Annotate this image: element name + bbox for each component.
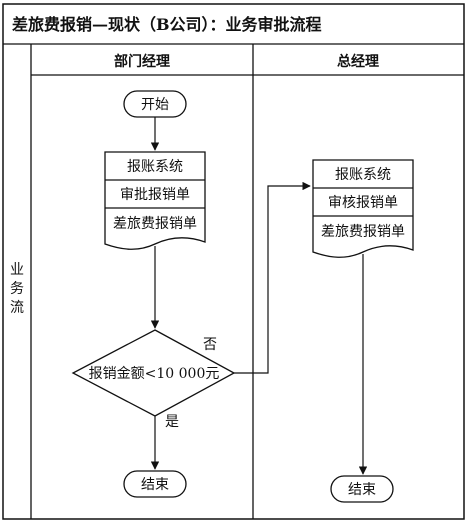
dept-doc-line: 审批报销单 bbox=[120, 187, 190, 203]
gm-doc-line: 审核报销单 bbox=[328, 195, 398, 211]
edge-label-no: 否 bbox=[203, 337, 217, 353]
side-label-char: 务 bbox=[10, 281, 24, 297]
edge-label-yes: 是 bbox=[165, 414, 179, 430]
gm-document-stack: 报账系统 审核报销单 差旅费报销单 bbox=[312, 159, 414, 258]
end-label-right: 结束 bbox=[348, 482, 376, 498]
decision-label: 报销金额<10 000元 bbox=[89, 366, 220, 382]
dept-document-stack: 报账系统 审批报销单 差旅费报销单 bbox=[104, 151, 206, 250]
page-title: 差旅费报销—现状（B公司）：业务审批流程 bbox=[12, 15, 322, 34]
edge-no-to-gm bbox=[234, 181, 311, 374]
gm-doc-line: 报账系统 bbox=[335, 167, 391, 183]
start-label: 开始 bbox=[141, 97, 169, 113]
end-label-left: 结束 bbox=[141, 477, 169, 493]
side-label-char: 业 bbox=[10, 262, 24, 278]
lane-header-dept-manager: 部门经理 bbox=[114, 53, 170, 70]
gm-doc-line: 差旅费报销单 bbox=[321, 224, 405, 240]
dept-doc-line: 报账系统 bbox=[127, 159, 183, 175]
side-label-char: 流 bbox=[10, 300, 24, 316]
lane-header-general-manager: 总经理 bbox=[337, 53, 379, 70]
dept-doc-line: 差旅费报销单 bbox=[113, 216, 197, 232]
outer-frame bbox=[2, 3, 465, 520]
end-terminal-left bbox=[123, 470, 187, 498]
end-terminal-right bbox=[330, 475, 394, 503]
